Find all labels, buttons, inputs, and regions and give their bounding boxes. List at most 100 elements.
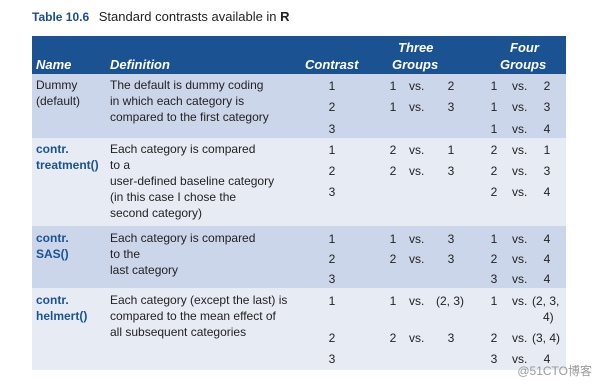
- definition-line: (in this case I chose the: [110, 190, 237, 204]
- four-b: 3: [543, 164, 551, 178]
- four-a: 1: [490, 79, 498, 93]
- four-a: 3: [490, 352, 498, 366]
- table-row-treatment: contr. treatment() Each category is comp…: [32, 138, 566, 226]
- four-vs: vs.: [512, 164, 528, 178]
- four-b: 4: [543, 352, 551, 366]
- four-b: (2, 3,: [532, 294, 560, 308]
- contrast-number: 1: [328, 79, 336, 93]
- definition-line: second category): [110, 206, 203, 220]
- row-definition: Each category is compared to a user-defi…: [110, 141, 274, 221]
- contrast-number: 3: [328, 352, 336, 366]
- three-vs: vs.: [409, 164, 425, 178]
- contrast-number: 1: [328, 294, 336, 308]
- three-a: 2: [389, 331, 397, 345]
- definition-line: to a: [110, 158, 131, 172]
- three-a: 2: [389, 252, 397, 266]
- three-a: 1: [389, 100, 397, 114]
- contrast-number: 1: [328, 143, 336, 157]
- definition-line: compared to the first category: [110, 110, 269, 124]
- four-b: 4: [543, 232, 551, 246]
- header-three-bottom: Groups: [392, 57, 439, 72]
- three-b: 2: [447, 79, 455, 93]
- row-definition: Each category is compared to the last ca…: [110, 230, 255, 278]
- four-b: 4: [543, 122, 551, 136]
- row-name: Dummy (default): [36, 77, 80, 109]
- four-b: 4: [543, 185, 551, 199]
- row-name-line: contr.: [36, 142, 69, 156]
- three-b: 3: [447, 100, 455, 114]
- three-a: 1: [389, 294, 397, 308]
- row-name-line: contr.: [36, 293, 69, 307]
- contrasts-table: Name Definition Contrast Three Groups Fo…: [32, 36, 566, 370]
- four-b: 3: [543, 100, 551, 114]
- four-b: 4: [543, 252, 551, 266]
- row-name-line: (default): [36, 94, 81, 108]
- four-vs: vs.: [512, 252, 528, 266]
- four-a: 2: [490, 143, 498, 157]
- definition-line: Each category is compared: [110, 142, 256, 156]
- three-b: 3: [447, 164, 455, 178]
- row-definition: Each category (except the last) is compa…: [110, 292, 287, 340]
- four-vs: vs.: [512, 185, 528, 199]
- table-row-helmert: contr. helmert() Each category (except t…: [32, 288, 566, 370]
- four-vs: vs.: [512, 272, 528, 286]
- three-b: 3: [447, 331, 455, 345]
- row-name-line: contr.: [36, 231, 69, 245]
- header-name: Name: [36, 57, 72, 72]
- table-title-r: R: [280, 9, 290, 24]
- table-header: Name Definition Contrast Three Groups Fo…: [32, 36, 566, 74]
- four-b-continued: 4): [543, 310, 554, 324]
- contrast-number: 3: [328, 185, 336, 199]
- definition-line: compared to the mean effect of: [110, 309, 276, 323]
- contrast-number: 2: [328, 100, 336, 114]
- three-vs: vs.: [409, 143, 425, 157]
- contrast-number: 3: [328, 272, 336, 286]
- four-a: 1: [490, 294, 498, 308]
- four-b: 4: [543, 272, 551, 286]
- watermark: @51CTO博客: [517, 364, 592, 378]
- row-name: contr. treatment(): [36, 141, 99, 173]
- three-vs: vs.: [409, 100, 425, 114]
- three-b: 3: [447, 252, 455, 266]
- definition-line: to the: [110, 247, 141, 261]
- definition-line: all subsequent categories: [110, 325, 247, 339]
- header-four-bottom: Groups: [500, 57, 547, 72]
- four-a: 2: [490, 164, 498, 178]
- definition-line: user-defined baseline category: [110, 174, 275, 188]
- header-three-top: Three: [398, 40, 434, 55]
- four-a: 1: [490, 100, 498, 114]
- three-vs: vs.: [409, 252, 425, 266]
- definition-line: The default is dummy coding: [110, 78, 264, 92]
- three-vs: vs.: [409, 232, 425, 246]
- contrast-number: 2: [328, 252, 336, 266]
- four-vs: vs.: [512, 100, 528, 114]
- four-vs: vs.: [512, 352, 528, 366]
- four-vs: vs.: [512, 122, 528, 136]
- row-name-line: Dummy: [36, 78, 78, 92]
- definition-line: Each category is compared: [110, 231, 256, 245]
- three-a: 2: [389, 143, 397, 157]
- three-b: (2, 3): [436, 294, 465, 308]
- three-vs: vs.: [409, 331, 425, 345]
- four-a: 2: [490, 331, 498, 345]
- three-a: 2: [389, 164, 397, 178]
- row-name-line: SAS(): [36, 247, 69, 261]
- row-definition: The default is dummy coding in which eac…: [110, 77, 269, 125]
- three-vs: vs.: [409, 79, 425, 93]
- row-name: contr. helmert(): [36, 292, 87, 324]
- definition-line: in which each category is: [110, 94, 245, 108]
- header-four-top: Four: [510, 40, 539, 55]
- three-a: 1: [389, 79, 397, 93]
- contrast-number: 1: [328, 232, 336, 246]
- table-row-sas: contr. SAS() Each category is compared t…: [32, 226, 566, 288]
- four-vs: vs.: [512, 294, 528, 308]
- three-b: 3: [447, 232, 455, 246]
- table-number: Table 10.6: [32, 10, 90, 24]
- four-vs: vs.: [512, 331, 528, 345]
- row-name: contr. SAS(): [36, 230, 69, 262]
- header-definition: Definition: [110, 57, 170, 72]
- contrast-number: 3: [328, 122, 336, 136]
- four-vs: vs.: [512, 143, 528, 157]
- contrast-number: 2: [328, 331, 336, 345]
- four-a: 3: [490, 272, 498, 286]
